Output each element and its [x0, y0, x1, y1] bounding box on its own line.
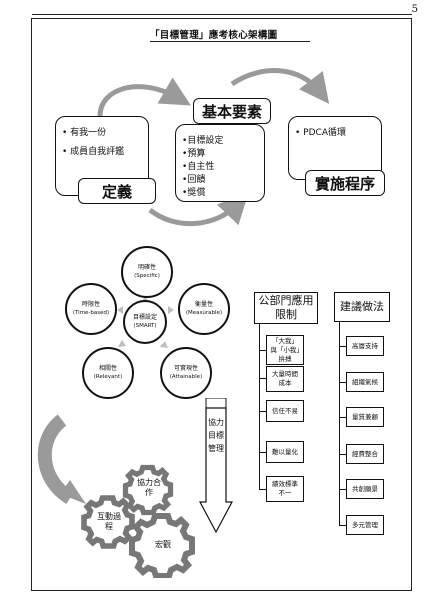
smart-node-attainable: 可實現性 (Attainable) [160, 347, 212, 399]
elements-item: •回饋 [182, 175, 206, 185]
gear-label-interaction: 互動過程 [97, 512, 121, 531]
suggestion-box: 共創願景 [346, 479, 384, 499]
vertical-arrow [199, 398, 233, 534]
limit-box: 績效標準不一 [266, 476, 304, 502]
definition-item: • 成員自我評鑑 [62, 147, 125, 157]
diagram-frame [31, 18, 412, 591]
definition-item: • 有我一份 [62, 128, 107, 138]
suggestions-connector [339, 454, 346, 455]
suggestions-connector [339, 489, 346, 490]
elements-card: •目標設定 •預算 •自主性 •回饋 •獎償 [175, 124, 265, 202]
suggestions-connector [339, 417, 346, 418]
page-number: 5 [411, 4, 418, 15]
suggestion-box: 高層支持 [346, 336, 384, 356]
limit-box: 大量時間成本 [266, 366, 304, 392]
diagram-title: 「目標管理」應考核心架構圖 [150, 30, 278, 41]
limits-connector [259, 489, 266, 490]
elements-item: •自主性 [182, 162, 215, 172]
top-rule [32, 14, 412, 15]
arrow-to-implementation [230, 68, 330, 104]
suggestions-connector [339, 346, 346, 347]
elements-item: •目標設定 [182, 136, 224, 146]
limit-box: 難以量化 [266, 441, 304, 463]
definition-tag: 定義 [78, 178, 156, 204]
smart-node-measurable: 衡量性 (Measurable) [178, 283, 230, 335]
suggestions-spine [339, 322, 340, 526]
smart-node-specific: 明確性 (Specific) [121, 246, 173, 298]
arrow-large-curve [37, 414, 75, 504]
smart-node-timebased: 時限性 (Time-based) [65, 283, 117, 335]
gear-label-macro: 宏觀 [155, 540, 171, 549]
elements-item: •預算 [182, 149, 206, 159]
limits-connector [259, 378, 266, 379]
limit-box: 信任不易 [266, 400, 304, 422]
arrow-elements-loop [148, 193, 249, 227]
elements-tag: 基本要素 [193, 98, 271, 124]
suggestions-connector [339, 525, 346, 526]
arrow-to-elements [97, 77, 191, 117]
limit-box: 「大我」與「小我」拚搏 [266, 335, 304, 365]
vertical-arrow-text: 協力目標管理 [208, 418, 224, 453]
limits-connector [259, 350, 266, 351]
suggestions-connector [339, 382, 346, 383]
implementation-item: • PDCA循環 [295, 128, 346, 138]
suggestion-box: 多元管理 [346, 515, 384, 535]
limits-connector [259, 452, 266, 453]
arrow-large-curve-head [60, 480, 86, 504]
limits-header: 公部門應用限制 [254, 292, 318, 324]
suggestions-header: 建議做法 [334, 292, 390, 322]
implementation-card: • PDCA循環 [288, 116, 382, 180]
smart-center: 目標設定 (SMART) [123, 300, 167, 344]
implementation-tag: 實施程序 [305, 170, 385, 196]
suggestion-box: 組織氣候 [346, 372, 384, 392]
elements-item: •獎償 [182, 188, 206, 198]
limits-spine [259, 324, 260, 490]
title-underline [150, 41, 310, 42]
smart-node-relevant: 相關性 (Relevant) [82, 347, 134, 399]
definition-card: • 有我一份 • 成員自我評鑑 [55, 116, 149, 196]
limits-connector [259, 411, 266, 412]
suggestion-box: 量質兼顧 [346, 407, 384, 427]
suggestion-box: 經費整合 [346, 444, 384, 464]
gear-label-cooperation: 協力合作 [137, 478, 161, 497]
